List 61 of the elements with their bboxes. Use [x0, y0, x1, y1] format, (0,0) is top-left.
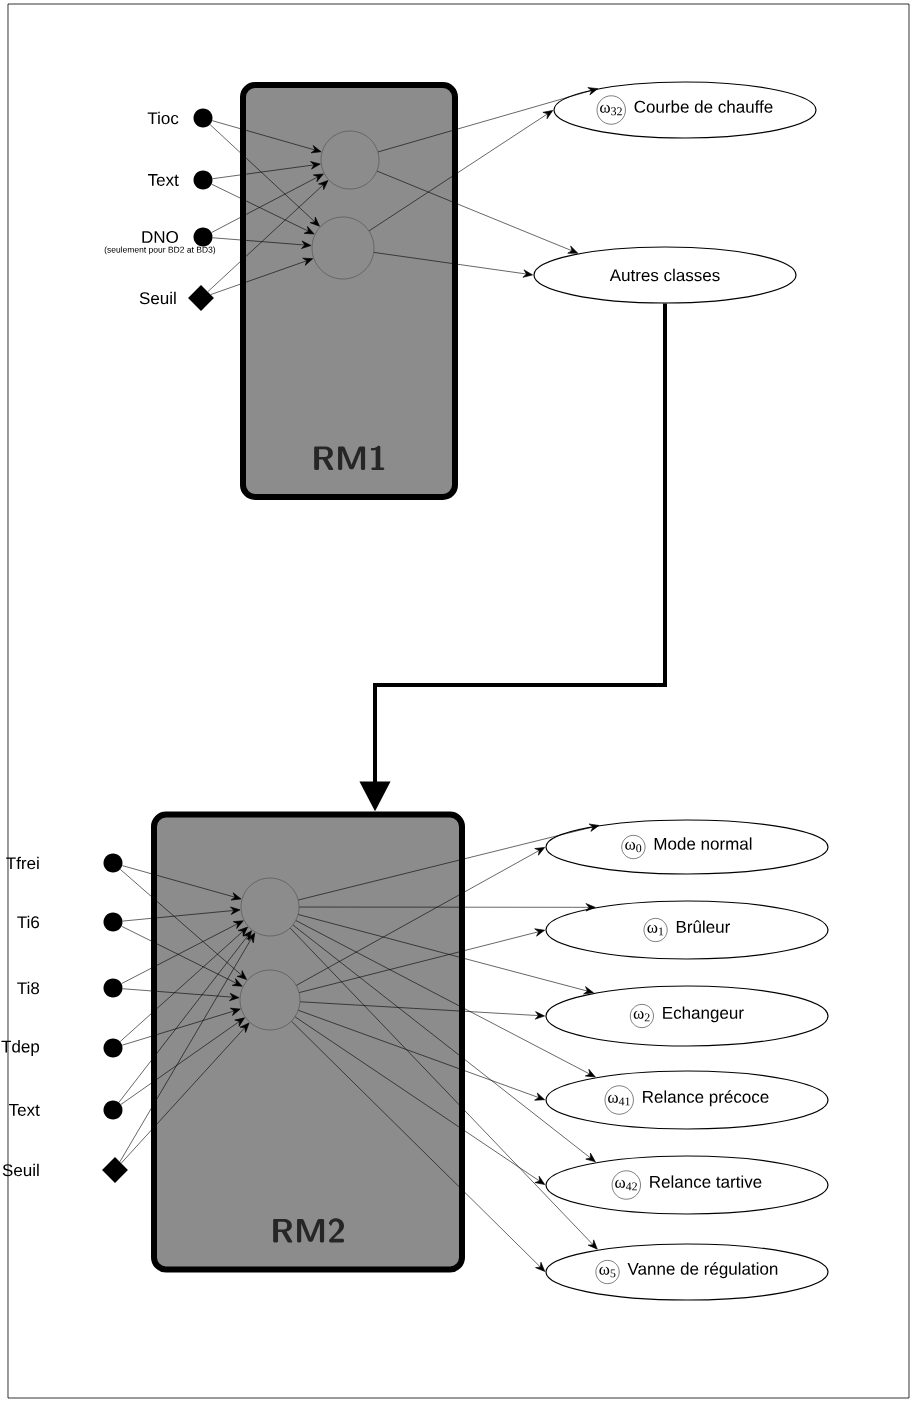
arrow [376, 170, 579, 254]
input-dot [103, 912, 123, 932]
input-dot [193, 108, 213, 128]
threshold-diamond [188, 285, 214, 311]
arrow [122, 865, 242, 901]
arrow [291, 1021, 546, 1272]
arrow [211, 173, 324, 233]
arrow [119, 926, 248, 1042]
arrow [119, 932, 255, 1162]
input-label: DNO [142, 231, 178, 244]
arrow [120, 869, 247, 980]
neuron-circle [311, 216, 375, 280]
arrow [298, 1010, 545, 1101]
input-dot [193, 227, 213, 247]
arrow [118, 930, 252, 1103]
arrow [298, 823, 600, 901]
arrow [210, 257, 314, 295]
arrow [299, 928, 545, 993]
arrow [122, 906, 241, 922]
arrow [122, 988, 240, 1002]
arrow [299, 903, 596, 912]
neuron-circle [239, 969, 301, 1031]
input-dot [103, 1100, 123, 1120]
arrow [296, 847, 545, 986]
arrow [289, 927, 598, 1250]
threshold-diamond [102, 1157, 128, 1183]
arrow [294, 1016, 546, 1185]
network-box: RM1 [240, 82, 458, 500]
arrow [207, 180, 329, 292]
input-label: Ti8 [17, 981, 40, 995]
input-label: Tioc [147, 111, 179, 125]
input-label: Tfrei [6, 856, 39, 870]
arrow [209, 124, 320, 227]
arrow [212, 161, 321, 179]
arrow [211, 183, 315, 235]
arrow [292, 924, 596, 1163]
arrow [120, 1017, 245, 1105]
arrow [295, 920, 596, 1078]
input-dot [103, 1038, 123, 1058]
arrow [212, 237, 312, 249]
note-text: (seulement pour BD2 at BD3) [104, 246, 216, 255]
input-dot [103, 853, 123, 873]
arrow [377, 87, 599, 153]
input-label: Text [148, 174, 179, 186]
arrow [368, 110, 554, 232]
input-label: Seuil [139, 291, 176, 305]
arrow [122, 1007, 241, 1046]
arrow [373, 252, 533, 278]
input-dot [103, 978, 123, 998]
neuron-circle [240, 877, 300, 937]
arrow [299, 1001, 545, 1020]
arrow [121, 1022, 250, 1164]
input-label: Tdep [1, 1040, 40, 1056]
arrow [212, 120, 322, 154]
input-label: Text [9, 1104, 40, 1116]
input-label: Seuil [2, 1163, 39, 1177]
network-box: RM2 [151, 811, 465, 1273]
input-label: Ti6 [17, 915, 40, 929]
arrow [298, 914, 594, 995]
input-dot [193, 170, 213, 190]
neuron-circle [320, 130, 380, 190]
